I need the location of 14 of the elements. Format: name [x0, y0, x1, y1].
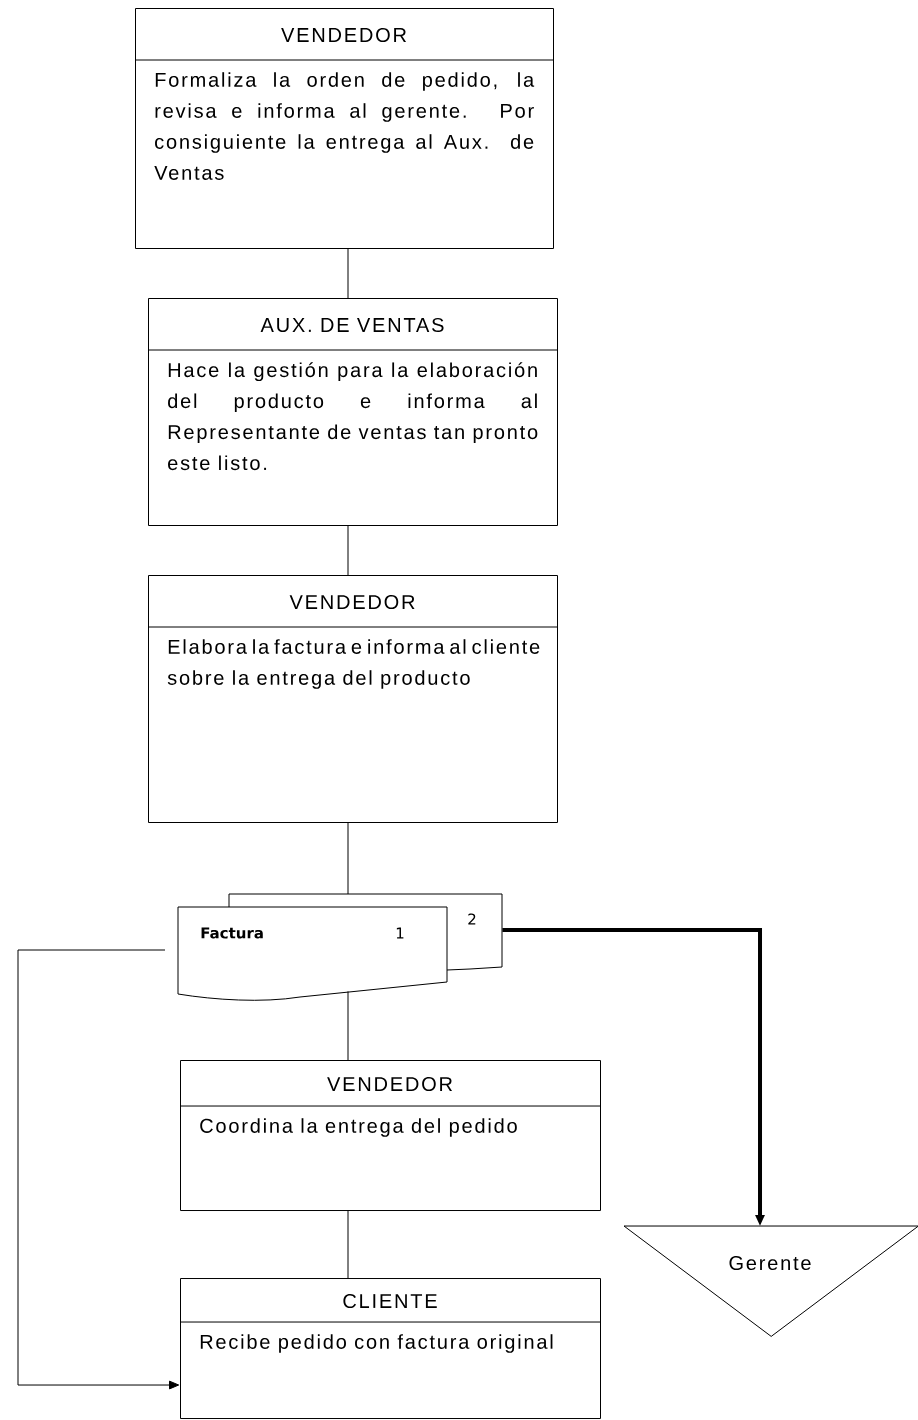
process-box: VENDEDOR Formaliza la orden de pedido, la revisa e informa al gerente. Por consiguiente la entrega al Aux. de Ventas: [134, 8, 554, 249]
connector-line: [347, 525, 349, 576]
document-stack: 2 Factura 1: [177, 893, 503, 1001]
connector-line: [347, 990, 349, 1061]
storage-triangle: Gerente: [623, 1225, 918, 1337]
process-box: CLIENTE Recibe pedido con factura original: [179, 1278, 601, 1419]
arrow: [17, 949, 180, 1390]
connector-line: [347, 822, 349, 895]
process-box: VENDEDOR Coordina la entrega del pedido: [179, 1060, 601, 1211]
process-box: AUX. DE VENTAS Hace la gestión para la elaboración del producto e informa al Representante de ventas tan pronto este listo.: [147, 298, 558, 526]
node-label: 2: [468, 913, 476, 925]
process-box: VENDEDOR Elabora la factura e informa al cliente sobre la entrega del producto: [147, 575, 558, 823]
connector-line: [347, 248, 349, 299]
connector-line: [347, 1210, 349, 1279]
